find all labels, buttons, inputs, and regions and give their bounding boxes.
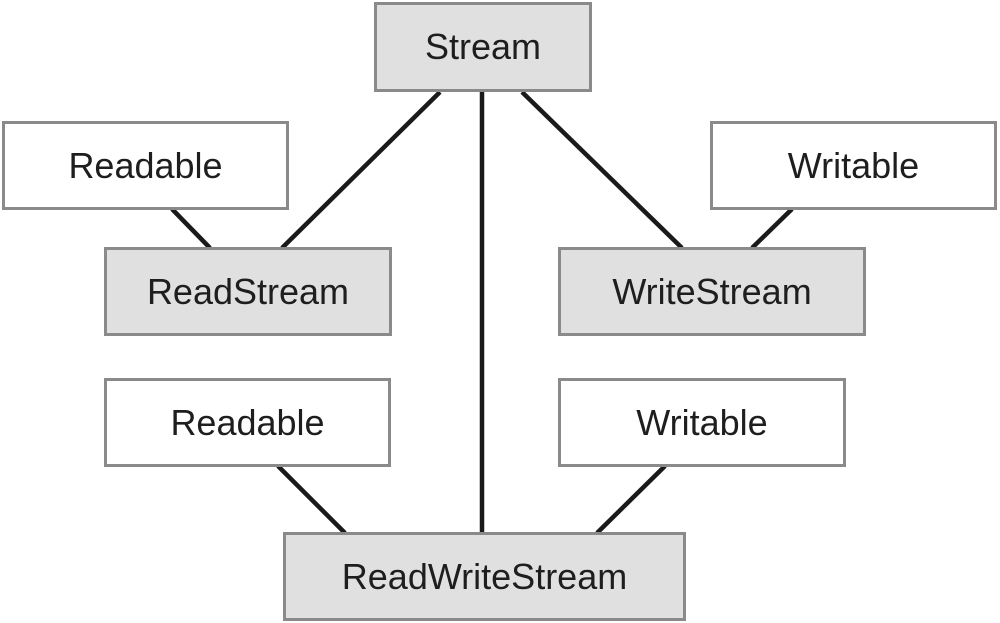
edge-stream-writestream	[520, 90, 684, 250]
edge-writable-writestream	[750, 207, 794, 250]
node-label: WriteStream	[612, 270, 812, 312]
node-label: Stream	[424, 26, 542, 67]
node-label: Writable	[636, 401, 768, 443]
node-writestream: WriteStream	[558, 247, 866, 336]
node-label: ReadStream	[146, 270, 350, 312]
node-writable-bottom: Writable	[558, 378, 846, 467]
edge-writable-readwritestream	[595, 464, 667, 535]
edge-stream-readstream	[280, 90, 442, 250]
node-writable-top: Writable	[710, 121, 997, 210]
node-stream: Stream	[374, 2, 592, 92]
node-label: Readable	[170, 401, 325, 443]
node-readstream: ReadStream	[104, 247, 392, 336]
node-label: Writable	[787, 144, 920, 186]
node-readable-bottom: Readable	[104, 378, 391, 467]
node-readable-top: Readable	[2, 121, 289, 210]
edge-readable-readstream	[170, 207, 212, 250]
edge-readable-readwritestream	[276, 464, 347, 535]
node-label: ReadWriteStream	[341, 555, 628, 597]
node-readwritestream: ReadWriteStream	[283, 532, 686, 621]
node-label: Readable	[68, 144, 223, 186]
